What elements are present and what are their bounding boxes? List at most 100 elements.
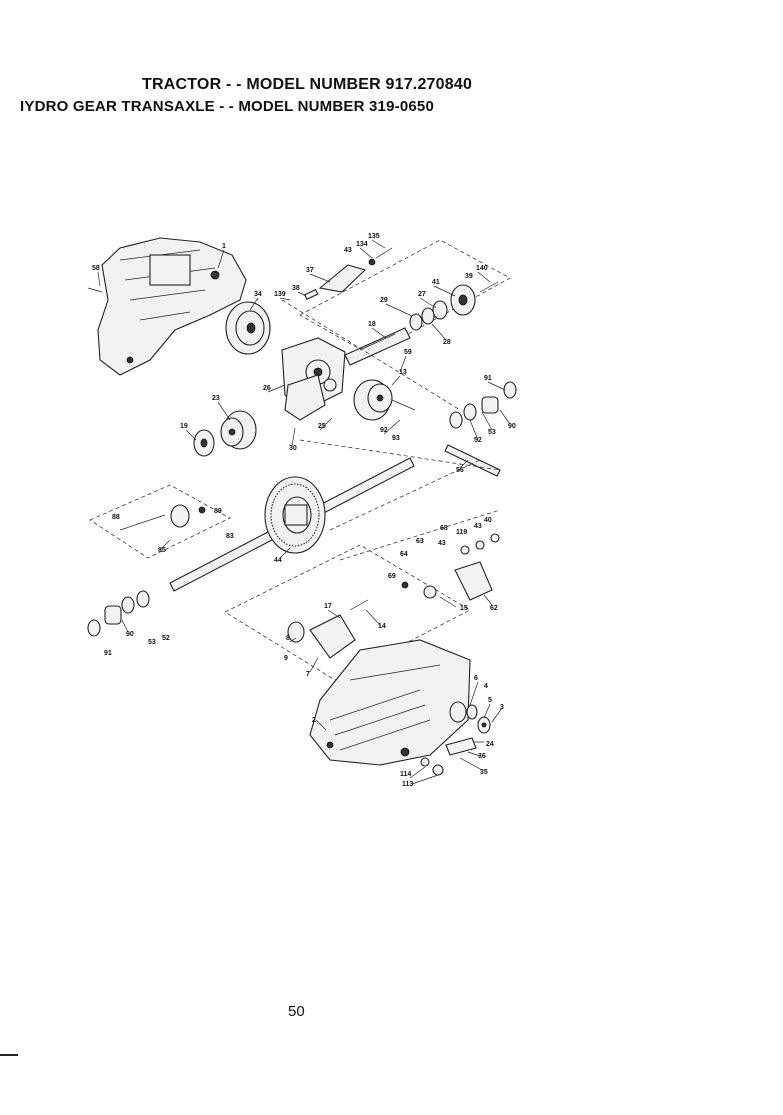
part-label: 40 [484,517,492,524]
part-label: 53 [488,429,496,436]
part-label: 9 [284,655,288,662]
shaft-56 [444,444,501,477]
part-label: 27 [418,291,426,298]
part-label: 113 [402,781,413,788]
part-label: 52 [474,437,482,444]
assembly-lines [281,299,501,561]
bull-gear-44 [264,476,326,554]
washer-53-top [463,403,477,421]
part-label: 119 [456,529,467,536]
key-38 [303,288,319,300]
gear-13 [323,378,337,392]
part-label: 52 [162,635,170,642]
part-label: 59 [404,349,412,356]
part-label: 14 [378,623,386,630]
part-label: 26 [263,385,271,392]
bearing-6 [449,701,467,723]
part-label: 62 [490,605,498,612]
bolt-58 [87,287,103,293]
part-label: 135 [368,233,380,240]
pinion-85 [170,504,190,528]
seal-8 [287,621,305,643]
part-label: 91 [104,650,112,657]
washer-91-bottom [87,619,101,637]
page-title: TRACTOR - - MODEL NUMBER 917.270840 [142,76,473,93]
part-label: 64 [400,551,408,558]
lower-dashed-group [224,544,471,681]
part-label: 63 [416,538,424,545]
seal-27 [432,300,448,320]
washer-91-top [503,381,517,399]
fitting-114 [432,764,444,776]
swashplate-9 [309,614,356,659]
part-label: 43 [438,540,446,547]
part-label: 38 [292,285,300,292]
part-label: 15 [460,605,468,612]
part-label: 39 [465,273,473,280]
part-label: 56 [456,467,464,474]
pin-14 [349,599,369,611]
pin-135 [375,247,393,259]
part-label: 37 [306,267,314,274]
part-label: 2 [312,717,316,724]
part-label: 91 [484,375,492,382]
part-label: 34 [254,291,262,298]
bearing-15 [423,585,437,599]
part-label: 139 [274,291,286,298]
part-label: 8 [286,635,290,642]
part-label: 43 [344,247,352,254]
washer-29b [409,313,423,331]
part-label: 69 [388,573,396,580]
part-labels: 1 58 135 134 43 37 140 39 38 139 34 41 2… [92,233,516,788]
part-label: 89 [214,508,222,515]
washer-52-bottom [136,590,150,608]
part-label: 13 [399,369,407,376]
lower-housing-2 [309,639,471,766]
part-label: 29 [380,297,388,304]
diff-inset-box [89,484,231,559]
washer-89 [198,506,206,514]
part-label: 53 [148,639,156,646]
part-label: 90 [126,631,134,638]
part-label: 114 [400,771,411,778]
part-label: 17 [324,603,332,610]
left-housing [97,237,247,376]
charge-plate [284,374,326,421]
part-label: 23 [212,395,220,402]
washer-43 [368,258,376,266]
part-label: 4 [484,683,488,690]
leader-lines [97,239,511,785]
spring-92 [391,399,416,411]
ring-4 [466,704,478,720]
part-label: 36 [478,753,486,760]
part-label: 5 [488,697,492,704]
control-arm-62 [454,561,493,601]
part-label: 35 [480,769,488,776]
pulley-34 [225,301,271,355]
part-label: 3 [500,704,504,711]
part-label: 24 [486,741,494,748]
pump-cylinder-23 [220,410,257,450]
part-label: 93 [392,435,400,442]
part-label: 30 [289,445,297,452]
washer-53-bottom [121,596,135,614]
part-label: 44 [274,557,282,564]
page-subtitle: IYDRO GEAR TRANSAXLE - - MODEL NUMBER 31… [20,98,434,115]
bypass-arm-24 [445,737,477,756]
part-label: 83 [226,533,234,540]
part-label: 25 [318,423,326,430]
part-label: 90 [508,423,516,430]
motor-cylinder [353,379,393,421]
washer-52-top [449,411,463,429]
part-label: 85 [158,547,166,554]
bolt-69 [401,581,409,589]
spring-68 [475,540,485,550]
part-label: 6 [474,675,478,682]
page-number: 50 [288,1003,305,1020]
part-label: 134 [356,241,368,248]
part-label: 88 [112,514,120,521]
part-label: 92 [380,427,388,434]
part-label: 1 [222,243,226,250]
upper-dashed-group [299,239,511,356]
